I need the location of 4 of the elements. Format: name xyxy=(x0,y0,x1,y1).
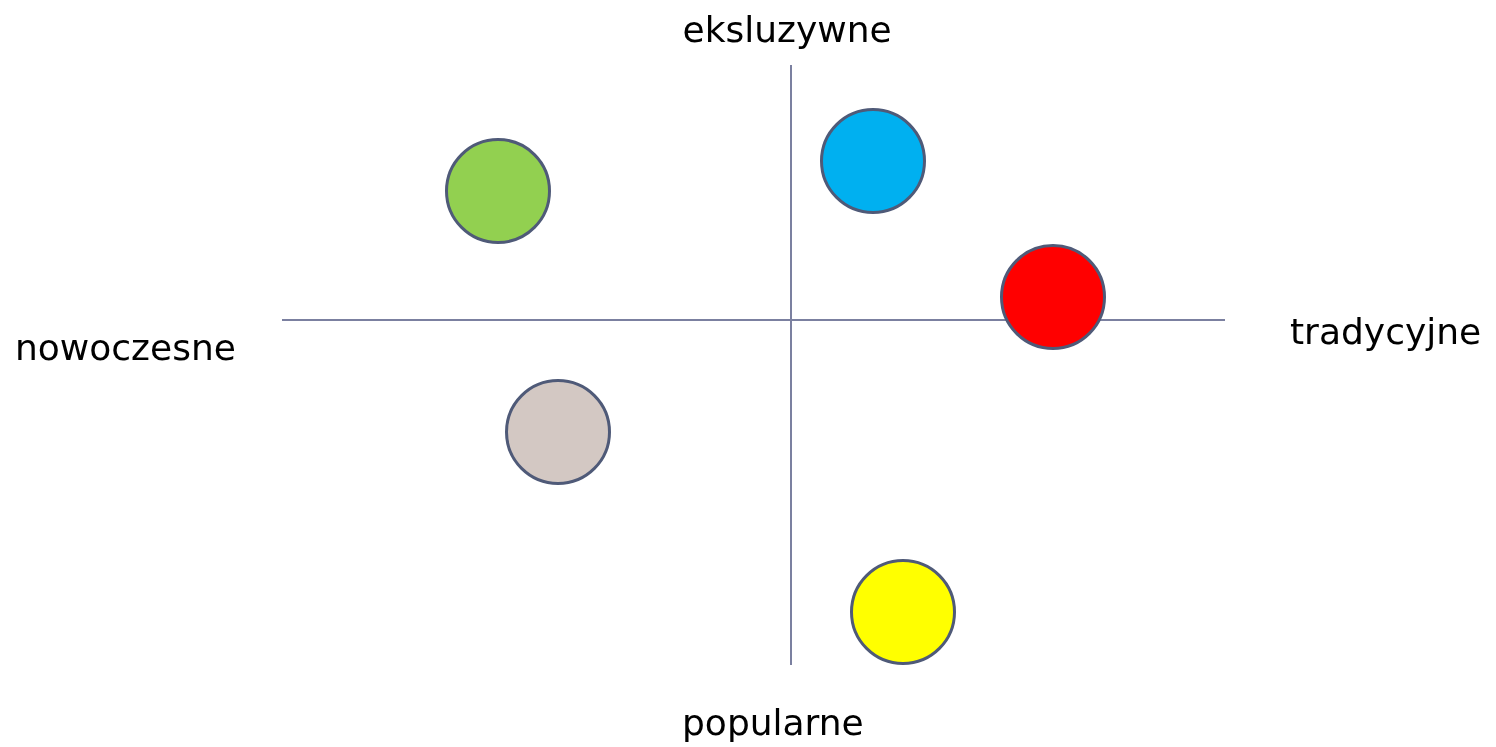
axis-label: eksluzywne xyxy=(682,10,892,50)
axis-label: tradycyjne xyxy=(1290,312,1482,352)
axis-label: popularne xyxy=(682,703,864,743)
axis-label: nowoczesne xyxy=(15,328,236,368)
